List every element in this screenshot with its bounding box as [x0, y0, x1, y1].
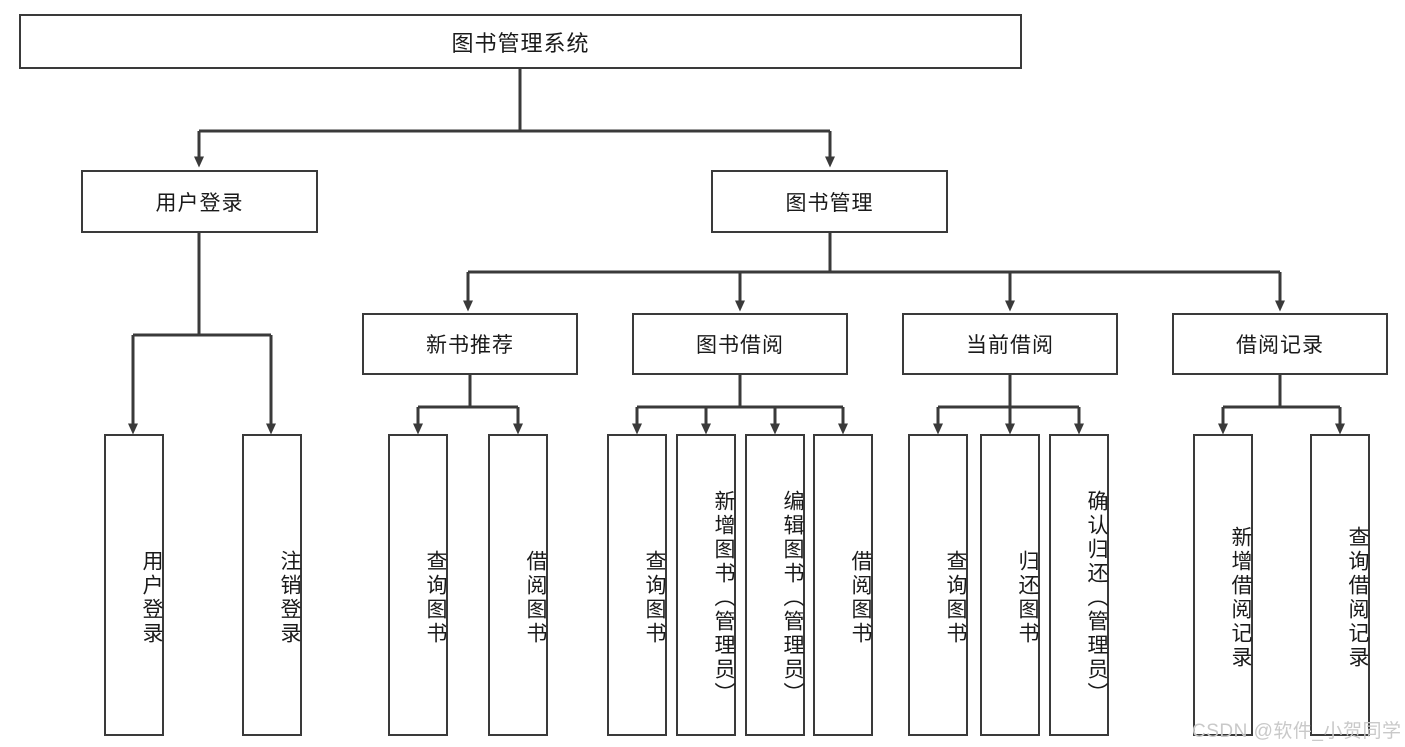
node-borrow-record[interactable]: 借阅记录	[1172, 313, 1388, 375]
leaf-record-add-record[interactable]: 新增借阅记录	[1193, 434, 1253, 736]
csdn-watermark: CSDN @软件_小贺同学	[1192, 721, 1402, 742]
node-user-login[interactable]: 用户登录	[81, 170, 318, 233]
leaf-borrow-query-book[interactable]: 查询图书	[607, 434, 667, 736]
leaf-borrow-borrow-book[interactable]: 借阅图书	[813, 434, 873, 736]
leaf-user-login-signin[interactable]: 用户登录	[104, 434, 164, 736]
leaf-recommend-borrow-book[interactable]: 借阅图书	[488, 434, 548, 736]
leaf-recommend-query-book[interactable]: 查询图书	[388, 434, 448, 736]
leaf-user-login-signout[interactable]: 注销登录	[242, 434, 302, 736]
node-root-system[interactable]: 图书管理系统	[19, 14, 1022, 69]
node-book-borrow[interactable]: 图书借阅	[632, 313, 848, 375]
leaf-record-query-record[interactable]: 查询借阅记录	[1310, 434, 1370, 736]
leaf-borrow-add-book-admin[interactable]: 新增图书（管理员）	[676, 434, 736, 736]
leaf-current-return-book[interactable]: 归还图书	[980, 434, 1040, 736]
leaf-current-query-book[interactable]: 查询图书	[908, 434, 968, 736]
node-new-book-recommend[interactable]: 新书推荐	[362, 313, 578, 375]
leaf-current-confirm-return-admin[interactable]: 确认归还（管理员）	[1049, 434, 1109, 736]
leaf-borrow-edit-book-admin[interactable]: 编辑图书（管理员）	[745, 434, 805, 736]
node-current-borrow[interactable]: 当前借阅	[902, 313, 1118, 375]
node-book-management[interactable]: 图书管理	[711, 170, 948, 233]
